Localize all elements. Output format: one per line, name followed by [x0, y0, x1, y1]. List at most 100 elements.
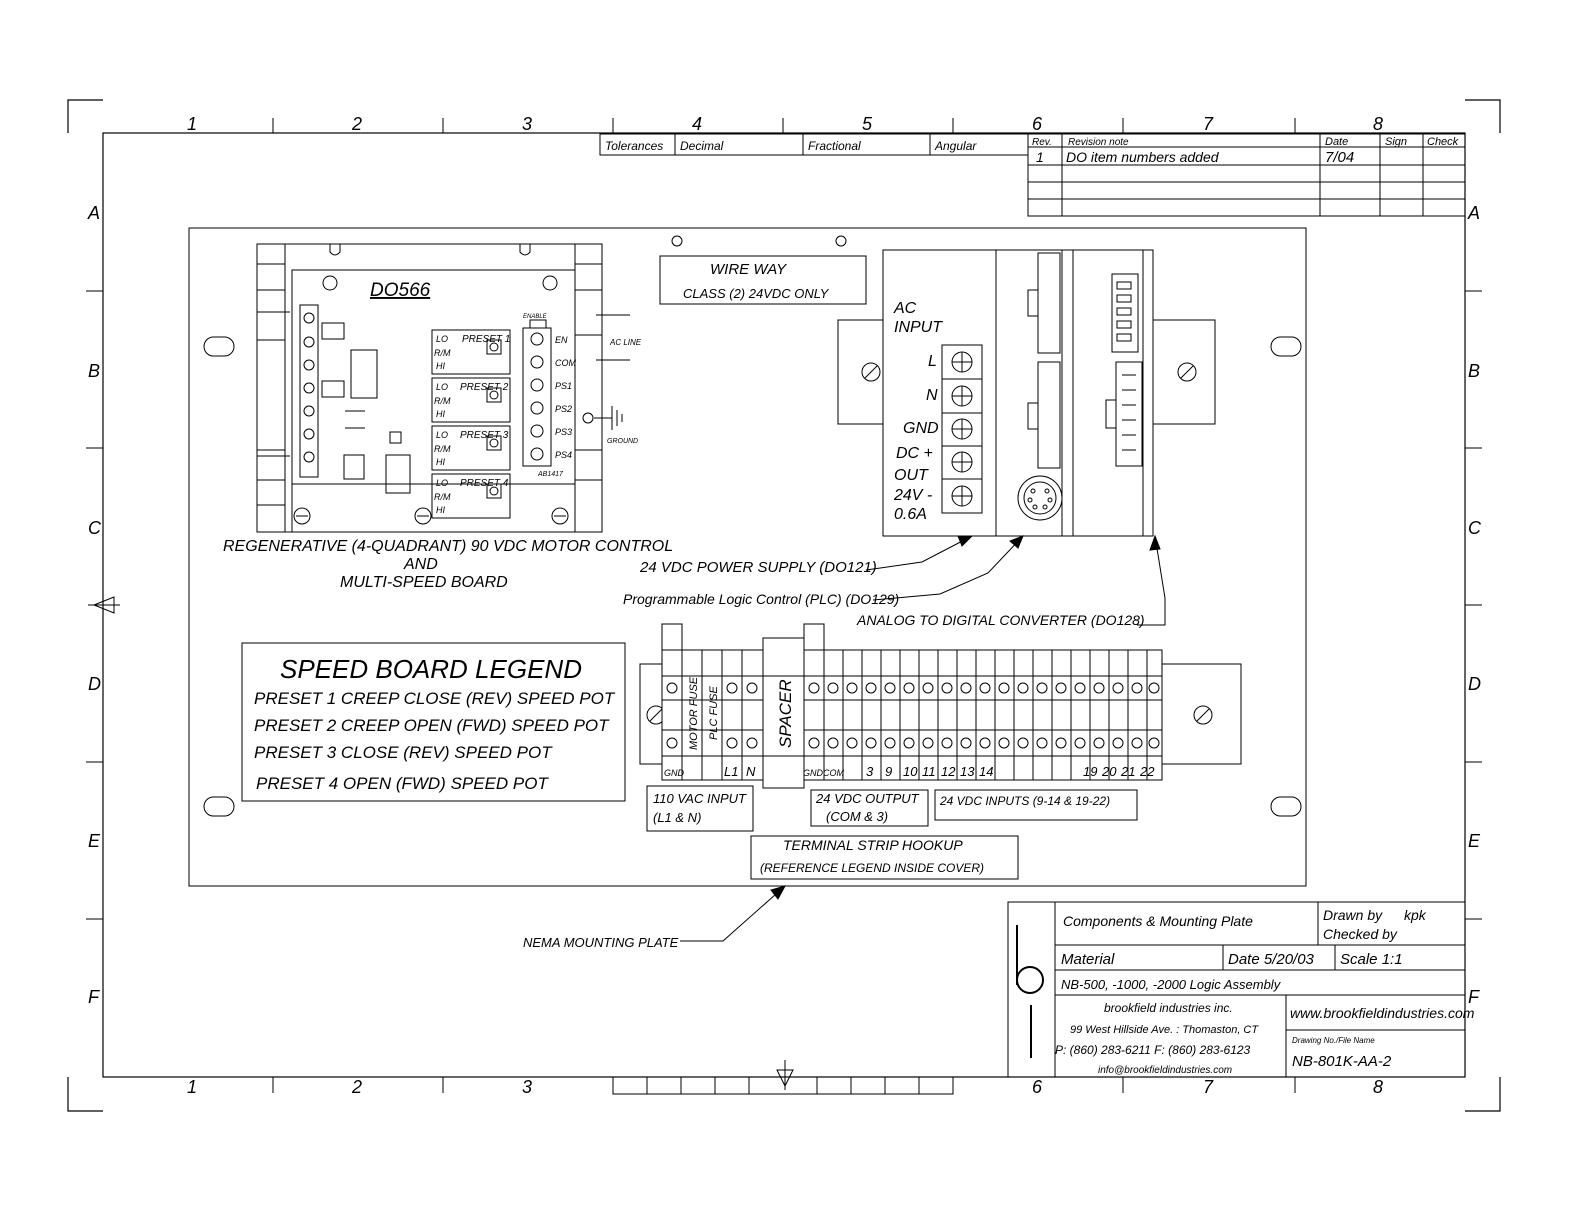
revision-block: Rev. Revision note Date Sign Check 1 DO …: [1027, 133, 1466, 217]
strip-label-20: 20: [1101, 764, 1117, 779]
terminal-label: PS1: [555, 381, 572, 391]
strip-label-gnd2: GND: [803, 768, 824, 778]
col-label-top: 1: [187, 114, 197, 134]
callout-leaders: [680, 534, 1166, 942]
tolerances-block: Tolerances Decimal Fractional Angular: [599, 133, 1029, 156]
plc-fuse-label: PLC FUSE: [708, 686, 720, 740]
analog-digital-converter: [1072, 249, 1154, 537]
tolerances-label: Tolerances: [605, 139, 663, 153]
ac-input-label: AC: [893, 300, 917, 317]
terminal-gnd-label: GND: [903, 420, 939, 437]
strip-label-11: 11: [922, 764, 936, 779]
company-email: info@brookfieldindustries.com: [1098, 1065, 1232, 1076]
motor-control-caption: REGENERATIVE (4-QUADRANT) 90 VDC MOTOR C…: [223, 538, 673, 555]
row-label-right: F: [1468, 987, 1480, 1007]
motor-control-caption-and: AND: [403, 556, 438, 573]
terminal-label: EN: [555, 335, 568, 345]
file-name: NB-801K-AA-2: [1292, 1053, 1392, 1070]
strip-label-gnd: GND: [664, 768, 685, 778]
company-website: www.brookfieldindustries.com: [1290, 1005, 1475, 1021]
company-phone: P: (860) 283-6211 F: (860) 283-6123: [1055, 1043, 1251, 1057]
callout-power-supply: 24 VDC POWER SUPPLY (DO121): [639, 559, 877, 576]
plc-module: [995, 249, 1074, 537]
file-name-label: Drawing No./File Name: [1292, 1036, 1375, 1045]
board-part-number: AB1417: [537, 471, 564, 478]
check-header: Check: [1427, 136, 1459, 148]
pot-rm-label: R/M: [434, 348, 451, 358]
wireway-title: WIRE WAY: [710, 261, 787, 278]
terminal-screws-row: [808, 682, 1160, 749]
strip-label-9: 9: [885, 764, 892, 779]
company-name: brookfield industries inc.: [1104, 1001, 1233, 1015]
row-label-left: A: [87, 203, 100, 223]
scale-field: Scale 1:1: [1340, 951, 1403, 968]
legend-item: PRESET 4 OPEN (FWD) SPEED POT: [256, 774, 549, 793]
col-label-top: 7: [1203, 114, 1214, 134]
row-label-right: D: [1468, 674, 1481, 694]
legend-item: PRESET 2 CREEP OPEN (FWD) SPEED POT: [254, 716, 610, 735]
bottom-scale-strip: [612, 1076, 954, 1095]
row-label-right: E: [1468, 831, 1481, 851]
speed-board-legend: SPEED BOARD LEGEND PRESET 1 CREEP CLOSE …: [241, 642, 626, 802]
preset-label: PRESET 4: [460, 478, 509, 489]
col-label-bottom: 7: [1203, 1077, 1214, 1097]
sign-header: Sign: [1385, 136, 1407, 148]
date-field: Date 5/20/03: [1228, 951, 1315, 968]
pot-rm-label: R/M: [434, 492, 451, 502]
callout-adc: ANALOG TO DIGITAL CONVERTER (DO128): [856, 612, 1145, 628]
row-label-left: C: [88, 518, 102, 538]
terminal-n-label: N: [926, 387, 938, 404]
pot-lo-label: LO: [436, 430, 448, 440]
date-header: Date: [1325, 136, 1348, 148]
box-110vac: 110 VAC INPUT: [653, 791, 747, 806]
col-label-bottom: 6: [1032, 1077, 1043, 1097]
box-24vdc-output: 24 VDC OUTPUT: [815, 791, 920, 806]
pot-hi-label: HI: [436, 505, 445, 515]
terminal-label: PS3: [555, 427, 572, 437]
pot-rm-label: R/M: [434, 396, 451, 406]
col-label-bottom: 8: [1373, 1077, 1383, 1097]
hookup-reference: (REFERENCE LEGEND INSIDE COVER): [760, 861, 984, 875]
board-id: DO566: [370, 280, 431, 301]
row-label-left: E: [88, 831, 101, 851]
dc-out-label: 0.6A: [894, 506, 927, 523]
dc-out-label: DC +: [896, 445, 933, 462]
pot-lo-label: LO: [436, 478, 448, 488]
strip-label-19: 19: [1083, 764, 1097, 779]
strip-label-boxes: 110 VAC INPUT (L1 & N) 24 VDC OUTPUT (CO…: [646, 785, 1138, 880]
col-label-bottom: 1: [187, 1077, 197, 1097]
col-label-top: 5: [862, 114, 873, 134]
legend-title: SPEED BOARD LEGEND: [280, 654, 582, 684]
strip-label-n: N: [746, 764, 756, 779]
box-110vac-detail: (L1 & N): [653, 810, 701, 825]
pot-hi-label: HI: [436, 361, 445, 371]
strip-label-12: 12: [941, 764, 956, 779]
col-label-top: 4: [692, 114, 702, 134]
col-label-top: 2: [351, 114, 362, 134]
rev-header: Rev.: [1032, 137, 1052, 148]
preset-label: PRESET 3: [460, 430, 509, 441]
spacer-label: SPACER: [776, 679, 795, 748]
ac-line-label: AC LINE: [609, 338, 642, 347]
terminal-label: PS4: [555, 450, 572, 460]
fractional-label: Fractional: [808, 139, 861, 153]
angular-label: Angular: [934, 139, 977, 153]
hookup-title: TERMINAL STRIP HOOKUP: [783, 837, 963, 853]
enable-label: ENABLE: [523, 314, 548, 320]
callout-nema-plate: NEMA MOUNTING PLATE: [523, 935, 679, 950]
terminal-label: PS2: [555, 404, 572, 414]
terminal-l-label: L: [928, 353, 937, 370]
row-label-left: B: [88, 361, 100, 381]
pot-hi-label: HI: [436, 409, 445, 419]
company-address: 99 West Hillside Ave. : Thomaston, CT: [1070, 1024, 1259, 1036]
strip-label-14: 14: [979, 764, 993, 779]
strip-label-13: 13: [960, 764, 975, 779]
preset-label: PRESET 1: [462, 334, 510, 345]
ground-label: GROUND: [607, 438, 638, 445]
box-24vdc-output-detail: (COM & 3): [826, 809, 888, 824]
col-label-top: 6: [1032, 114, 1043, 134]
motor-control-board: DO566 PRESET 1 PRESET 2 PRESET 3 PRESET …: [223, 243, 673, 591]
wireway-class: CLASS (2) 24VDC ONLY: [683, 286, 830, 301]
row-label-right: A: [1467, 203, 1480, 223]
motor-fuse-label: MOTOR FUSE: [688, 676, 700, 750]
